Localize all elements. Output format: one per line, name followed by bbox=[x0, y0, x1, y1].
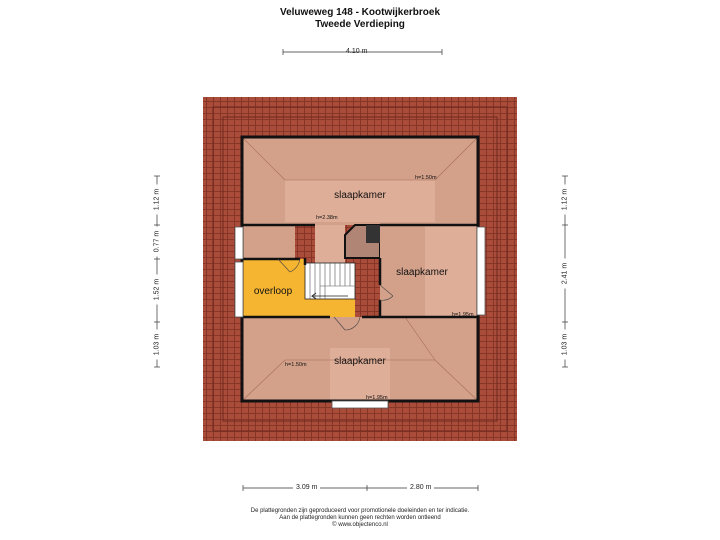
roof-flat-top bbox=[285, 180, 435, 222]
window-left-lower bbox=[234, 261, 244, 318]
height-label-bottom: h=1.95m bbox=[366, 395, 388, 401]
roof-edge-inner bbox=[222, 116, 498, 422]
footer-copyright: © www.objectenco.nl bbox=[332, 522, 388, 528]
dimension-top: 4.10 m bbox=[346, 48, 368, 55]
height-label-top: h=1.50m bbox=[415, 175, 437, 181]
dimension-right-2: 2.41 m bbox=[561, 258, 569, 289]
dimension-line-top bbox=[282, 49, 443, 55]
room-label-slaapkamer-top: slaapkamer bbox=[334, 190, 386, 201]
roof-flat-right bbox=[425, 225, 477, 317]
dimension-bottom-left: 3.09 m bbox=[293, 484, 321, 491]
dimension-right-3: 1.03 m bbox=[561, 329, 569, 360]
room-label-slaapkamer-right: slaapkamer bbox=[396, 267, 448, 278]
roof-flat-bottom bbox=[330, 348, 390, 400]
chimney bbox=[366, 225, 380, 243]
window-bottom bbox=[331, 400, 389, 409]
height-label-bottom-left: h=1.50m bbox=[285, 362, 307, 368]
height-label-mid: h=2.38m bbox=[316, 215, 338, 221]
dimension-bottom-right: 2.80 m bbox=[407, 484, 435, 491]
hip-lines-bottom bbox=[242, 316, 478, 401]
door-swing-right bbox=[379, 284, 394, 301]
dimension-left-4: 1.03 m bbox=[153, 329, 161, 360]
dimension-left-3: 1.52 m bbox=[153, 274, 161, 305]
dimension-left-1: 1.12 m bbox=[153, 184, 161, 215]
page-title: Veluweweg 148 - Kootwijkerbroek bbox=[279, 7, 441, 18]
window-right bbox=[476, 226, 486, 316]
footer-disclaimer: De plattegronden zijn geproduceerd voor … bbox=[250, 508, 470, 514]
dimension-left-2: 0.77 m bbox=[153, 226, 161, 257]
room-label-overloop: overloop bbox=[254, 286, 293, 297]
staircase bbox=[304, 262, 356, 300]
room-overloop-ext bbox=[305, 297, 355, 317]
room-overloop bbox=[243, 259, 305, 317]
room-label-slaapkamer-bottom: slaapkamer bbox=[334, 356, 386, 367]
height-label-right: h=1.95m bbox=[452, 312, 474, 318]
hip-lines-top bbox=[242, 137, 478, 181]
page-subtitle: Tweede Verdieping bbox=[315, 19, 405, 30]
door-swing-bottom bbox=[333, 316, 361, 331]
roof-edge bbox=[212, 106, 508, 432]
door-swing-left bbox=[277, 258, 301, 273]
window-left bbox=[234, 226, 244, 260]
footer-rights: Aan de plattegronden kunnen geen rechten… bbox=[279, 515, 441, 521]
interior-walls bbox=[243, 223, 477, 319]
dimension-line-bottom bbox=[242, 485, 479, 491]
room-middle bbox=[315, 225, 345, 265]
dimension-right-1: 1.12 m bbox=[561, 184, 569, 215]
room-left-upper bbox=[243, 225, 295, 259]
